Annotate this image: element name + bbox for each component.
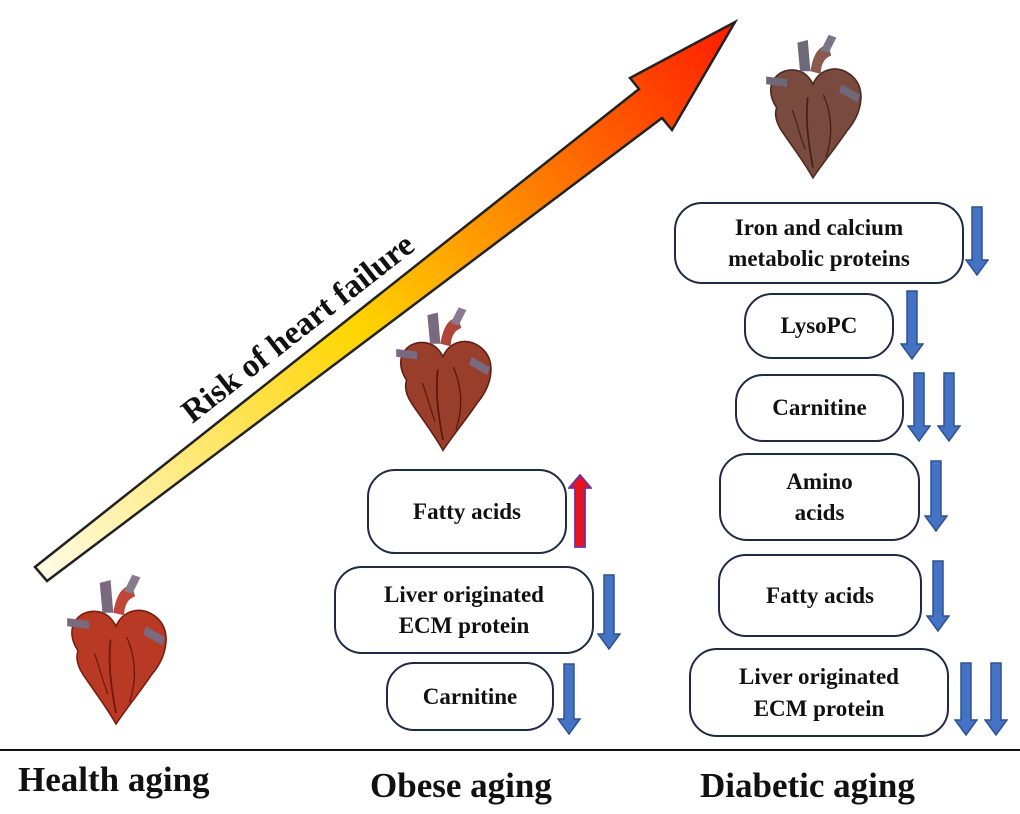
column-label-diabetic: Diabetic aging: [700, 766, 915, 805]
column-label-obese: Obese aging: [370, 766, 552, 805]
baseline-divider: [0, 749, 1020, 751]
obese-box-liver-ecm: Liver originated ECM protein: [334, 566, 594, 654]
diabetic-box-amino-acids: Amino acids: [719, 453, 920, 541]
obese-box-carnitine: Carnitine: [386, 662, 554, 731]
down-arrow-icon: [965, 206, 989, 276]
diabetic-box-fatty-acids: Fatty acids: [718, 554, 922, 637]
down-arrow-icon: [907, 372, 931, 442]
up-arrow-icon: [568, 474, 592, 548]
diabetic-box-iron-calcium: Iron and calcium metabolic proteins: [674, 202, 964, 284]
obese-box-fatty-acids: Fatty acids: [367, 469, 567, 554]
down-arrow-icon: [900, 290, 924, 360]
diabetic-box-lysopc: LysoPC: [744, 293, 894, 359]
column-label-health: Health aging: [18, 760, 210, 799]
down-arrow-icon: [924, 460, 948, 532]
heart-diabetic-icon: [766, 34, 862, 180]
down-arrow-icon: [926, 560, 950, 632]
down-arrow-icon: [954, 662, 978, 736]
down-arrow-icon: [937, 372, 961, 442]
diabetic-box-carnitine: Carnitine: [735, 374, 904, 442]
down-arrow-icon: [984, 662, 1008, 736]
heart-obese-icon: [396, 307, 492, 452]
diabetic-box-liver-ecm: Liver originated ECM protein: [689, 648, 949, 737]
down-arrow-icon: [597, 574, 621, 650]
down-arrow-icon: [557, 663, 581, 735]
heart-healthy-icon: [67, 574, 167, 726]
risk-arrow-shape: [33, 18, 739, 583]
